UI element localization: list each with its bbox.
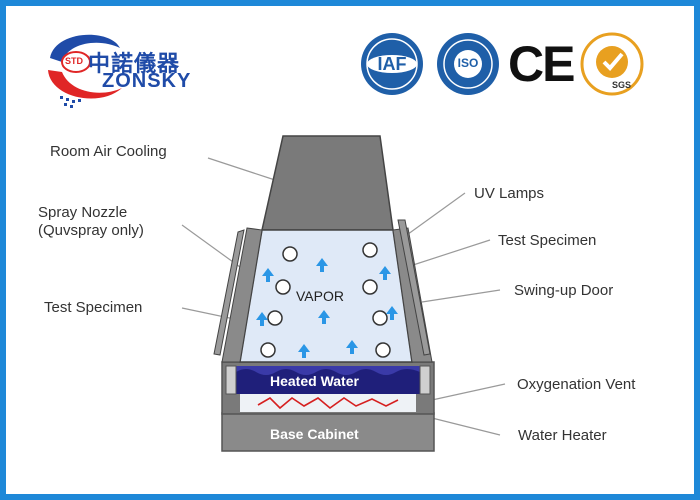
uv-lamp bbox=[275, 279, 291, 295]
test-specimen bbox=[260, 342, 276, 358]
heater-zone bbox=[240, 394, 416, 412]
swing-up-door bbox=[397, 219, 431, 356]
oxygenation-vent-left bbox=[225, 365, 237, 395]
swing-up-door-left bbox=[213, 229, 245, 356]
up-arrow-icon bbox=[262, 268, 274, 282]
room-air-cooling-housing bbox=[261, 135, 394, 231]
heater-coil bbox=[257, 396, 399, 410]
vapor-arrows bbox=[256, 258, 398, 358]
iaf-logo-text: IAF bbox=[377, 54, 407, 74]
water-surface bbox=[236, 366, 420, 375]
oxygenation-vent-label: Oxygenation Vent bbox=[517, 376, 636, 393]
oxygenation-vent bbox=[419, 365, 431, 395]
uv-lamp bbox=[362, 279, 378, 295]
chamber-wall-left bbox=[221, 227, 263, 363]
brand-name-cn: 中諾儀器 bbox=[88, 52, 181, 77]
test-specimen-right-label: Test Specimen bbox=[498, 232, 597, 249]
uv-lamp bbox=[362, 242, 378, 258]
up-arrow-icon bbox=[346, 340, 358, 354]
spray-nozzle-label: Spray Nozzle bbox=[38, 204, 128, 221]
pointer-swing-up-door bbox=[421, 289, 501, 303]
swing-up-door-label: Swing-up Door bbox=[514, 282, 614, 299]
pointer-room-air-cooling bbox=[207, 157, 276, 181]
vapor-label: VAPOR bbox=[296, 288, 344, 304]
brand-name-en: ZONSKY bbox=[102, 70, 192, 92]
base-cabinet bbox=[221, 412, 435, 452]
up-arrow-icon bbox=[386, 306, 398, 320]
up-arrow-icon bbox=[318, 310, 330, 324]
pointer-test-specimen-right bbox=[409, 239, 491, 267]
pointer-water-heater bbox=[431, 417, 501, 436]
test-specimen bbox=[375, 342, 391, 358]
spray-nozzle-note: (Quvspray only) bbox=[38, 222, 144, 239]
up-arrow-icon bbox=[256, 312, 268, 326]
pointer-oxygenation-vent bbox=[431, 383, 506, 401]
sgs-logo-text: SGS bbox=[612, 80, 632, 90]
test-specimen bbox=[372, 310, 388, 326]
up-arrow-icon bbox=[379, 266, 391, 280]
iso-logo-text: ISO bbox=[457, 56, 479, 70]
test-specimen-left-label: Test Specimen bbox=[44, 299, 143, 316]
water-heater-label: Water Heater bbox=[518, 427, 607, 444]
up-arrow-icon bbox=[298, 344, 310, 358]
heated-water-label: Heated Water bbox=[270, 373, 359, 389]
test-specimen bbox=[267, 310, 283, 326]
logo-badge: STD bbox=[65, 56, 83, 66]
ce-mark: CE bbox=[508, 36, 575, 92]
base-cabinet-label: Base Cabinet bbox=[270, 426, 359, 442]
uv-lamps-label: UV Lamps bbox=[474, 185, 545, 202]
uv-lamp bbox=[282, 246, 298, 262]
up-arrow-icon bbox=[316, 258, 328, 272]
room-air-cooling-label: Room Air Cooling bbox=[50, 143, 167, 160]
